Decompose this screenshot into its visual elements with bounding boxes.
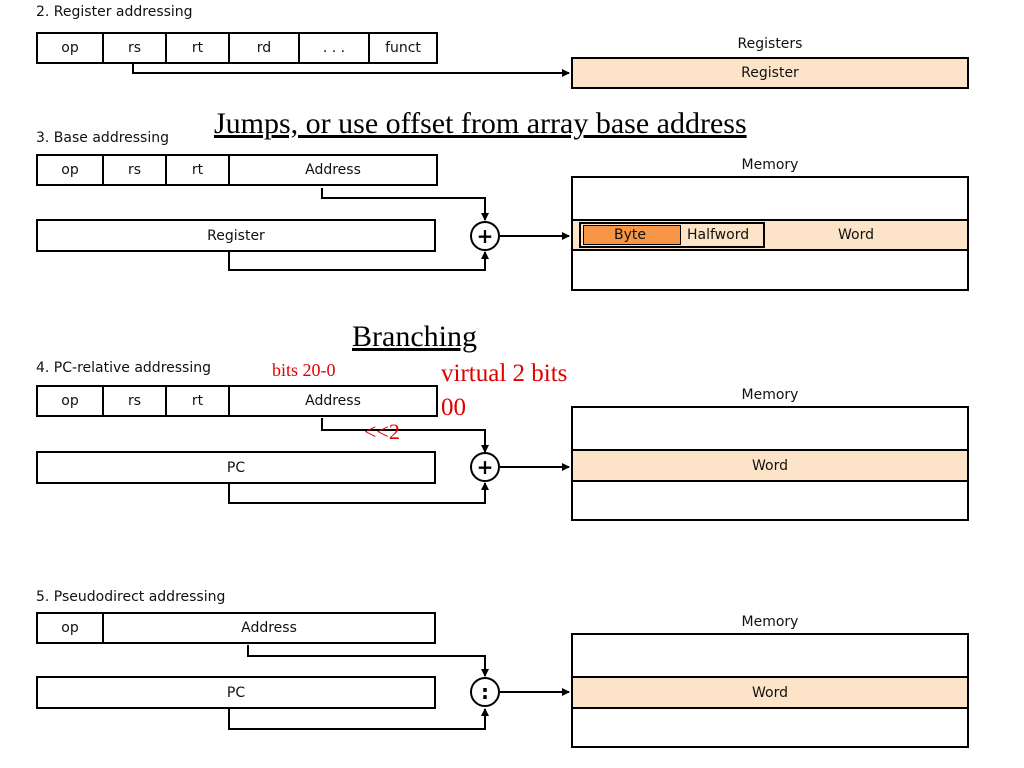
section5-title: 5. Pseudodirect addressing xyxy=(36,589,226,605)
memory-block-5: Word xyxy=(571,633,969,748)
section5-instruction-fields: op Address xyxy=(36,612,436,644)
address-to-adder-wire-4 xyxy=(321,418,489,453)
halfword-label: Halfword xyxy=(687,227,750,243)
byte-box xyxy=(583,225,681,245)
memory-block-4: Word xyxy=(571,406,969,521)
field-address: Address xyxy=(102,612,436,644)
memory-block-3: Halfword Byte Word xyxy=(571,176,969,291)
section4-instruction-fields: op rs rt Address xyxy=(36,385,438,417)
memory-title-3: Memory xyxy=(741,157,799,173)
memory-title-5: Memory xyxy=(741,614,799,630)
memory-title-4: Memory xyxy=(741,387,799,403)
field-rs: rs xyxy=(102,32,167,64)
field-rt: rt xyxy=(165,32,230,64)
register-to-adder-wire xyxy=(228,251,489,271)
base-addressing-annotation: Jumps, or use offset from array base add… xyxy=(214,107,747,140)
concatenate-icon: : xyxy=(470,677,500,707)
address-to-adder-wire-3 xyxy=(321,188,489,221)
memory-word-row: Word xyxy=(573,449,967,482)
byte-label: Byte xyxy=(614,227,646,243)
base-register-box: Register xyxy=(36,219,436,252)
field-rd: rd xyxy=(228,32,300,64)
branching-heading: Branching xyxy=(352,320,477,353)
field-address: Address xyxy=(228,385,438,417)
adder-icon: + xyxy=(470,221,500,251)
rs-to-register-wire xyxy=(132,64,570,77)
field-rs: rs xyxy=(102,154,167,186)
zeros-annotation: 00 xyxy=(441,394,466,421)
pc-to-adder-wire-4 xyxy=(228,482,489,504)
section3-instruction-fields: op rs rt Address xyxy=(36,154,438,186)
adder-icon: + xyxy=(470,452,500,482)
field-rt: rt xyxy=(165,385,230,417)
field-op: op xyxy=(36,154,104,186)
virtual-bits-annotation: virtual 2 bits xyxy=(441,360,568,387)
field-op: op xyxy=(36,385,104,417)
address-to-concat-wire-5 xyxy=(247,645,489,677)
section2-title: 2. Register addressing xyxy=(36,4,193,20)
pc-to-concat-wire-5 xyxy=(228,708,489,730)
pc-box-4: PC xyxy=(36,451,436,484)
field-rt: rt xyxy=(165,154,230,186)
register-target-box: Register xyxy=(571,57,969,89)
field-funct: funct xyxy=(368,32,438,64)
field-address: Address xyxy=(228,154,438,186)
section4-title: 4. PC-relative addressing xyxy=(36,360,211,376)
pc-box-5: PC xyxy=(36,676,436,709)
bits-annotation: bits 20-0 xyxy=(272,360,336,380)
field-ellipsis: . . . xyxy=(298,32,370,64)
field-op: op xyxy=(36,612,104,644)
section3-title: 3. Base addressing xyxy=(36,130,169,146)
memory-word-row: Word xyxy=(573,676,967,709)
section2-instruction-fields: op rs rt rd . . . funct xyxy=(36,32,438,64)
shift-annotation: <<2 xyxy=(364,419,400,444)
field-op: op xyxy=(36,32,104,64)
registers-title: Registers xyxy=(737,36,803,52)
word-label: Word xyxy=(838,227,874,243)
field-rs: rs xyxy=(102,385,167,417)
